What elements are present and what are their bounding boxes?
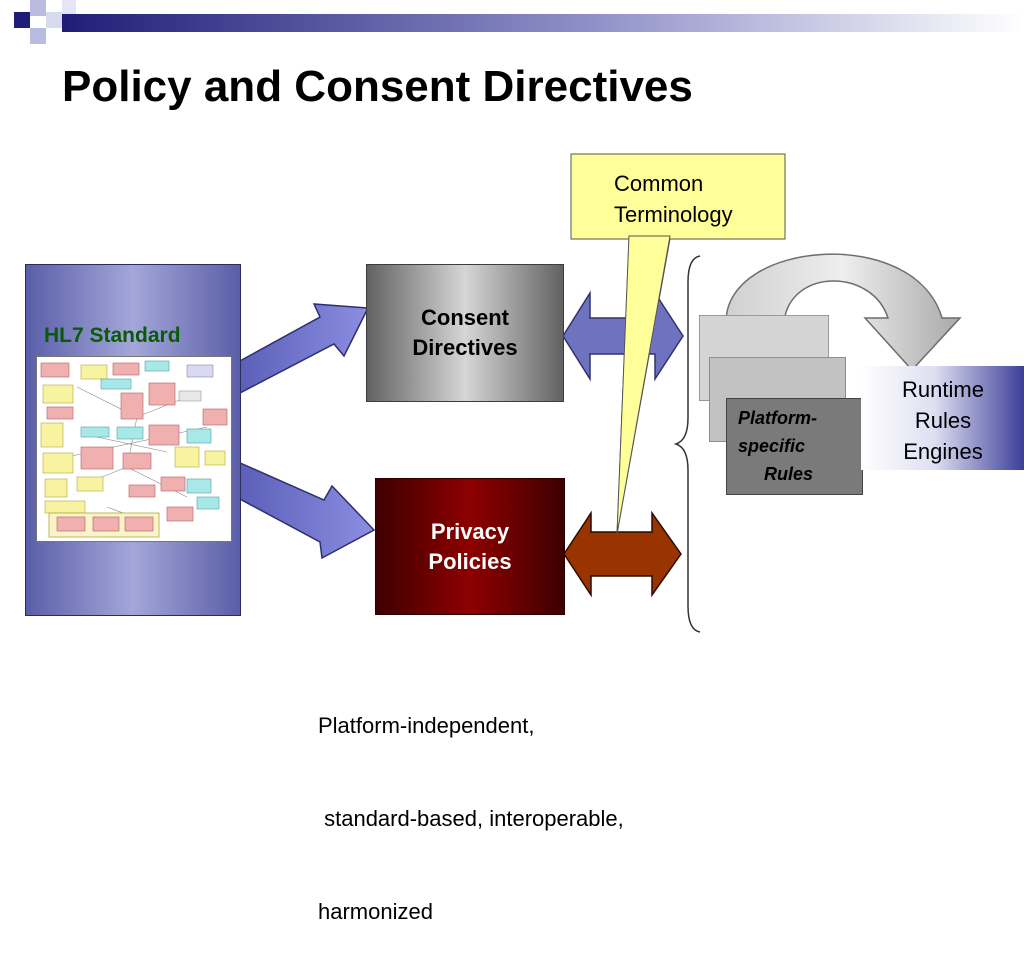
platform-rules-line1: Platform- — [738, 408, 818, 428]
platform-rules-line3: Rules — [764, 464, 814, 484]
common-terminology-line2: Terminology — [614, 202, 733, 227]
diagram-connectors — [237, 153, 962, 633]
privacy-double-arrow — [563, 510, 682, 598]
platform-specific-rules-text: Platform- specific Rules — [738, 404, 863, 488]
curly-brace — [673, 255, 701, 633]
runtime-line2: Rules — [914, 408, 972, 433]
runtime-rules-engines-box — [861, 366, 1024, 470]
rules-page-front — [726, 398, 863, 495]
header-squares-icon — [14, 0, 76, 44]
consent-double-arrow — [562, 290, 684, 382]
header-bar — [62, 14, 1024, 32]
header-decoration — [14, 0, 1024, 44]
footer-line2: standard-based, interoperable, — [318, 806, 624, 831]
arrow-to-consent-directives — [237, 303, 370, 396]
common-terminology-line1: Common — [614, 171, 704, 196]
hl7-standard-label: HL7 Standard — [44, 324, 181, 347]
runtime-line3: Engines — [903, 439, 983, 464]
consent-directives-line2: Directives — [412, 335, 518, 360]
arrow-to-privacy-policies — [237, 460, 376, 560]
consent-directives-line1: Consent — [421, 305, 509, 330]
common-terminology-text: Common Terminology — [614, 168, 733, 230]
footer-line1: Platform-independent, — [318, 713, 535, 738]
privacy-policies-box: Privacy Policies — [375, 478, 565, 615]
platform-rules-line2: specific — [738, 436, 806, 456]
uml-thumbnail-icon — [40, 360, 228, 538]
hl7-diagram-thumbnail — [36, 356, 232, 542]
consent-directives-box: Consent Directives — [366, 264, 564, 402]
footer-description: Platform-independent, standard-based, in… — [318, 648, 624, 958]
privacy-policies-line2: Policies — [428, 548, 512, 574]
curved-arrow-icon — [725, 253, 962, 372]
privacy-policies-line1: Privacy — [430, 518, 510, 544]
page-title: Policy and Consent Directives — [62, 62, 693, 111]
runtime-rules-engines-text: Runtime Rules Engines — [862, 374, 1024, 467]
callout-tail — [616, 235, 671, 535]
footer-line3: harmonized — [318, 899, 433, 924]
runtime-line1: Runtime — [902, 377, 984, 402]
